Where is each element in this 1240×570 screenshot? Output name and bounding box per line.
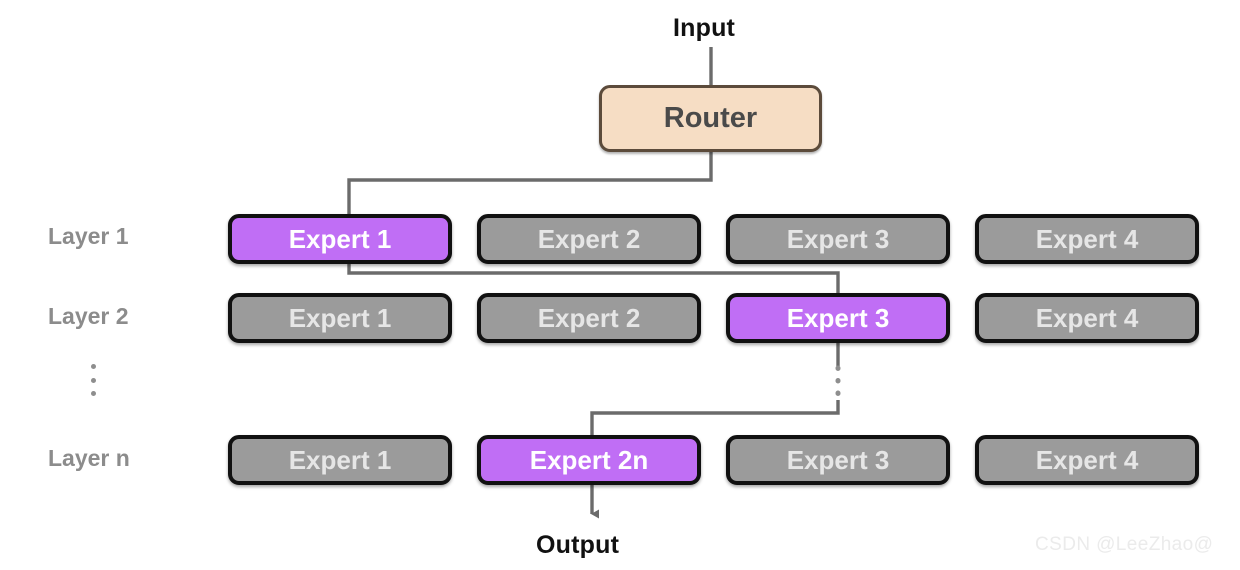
layer-1-label: Layer 1 xyxy=(48,223,129,249)
wire-to-layern-expert2n xyxy=(590,400,840,435)
layer-n-expert-2n[interactable]: Expert 2n xyxy=(477,435,701,485)
layer-2-expert-2[interactable]: Expert 2 xyxy=(477,293,701,343)
router-node[interactable]: Router xyxy=(599,85,822,152)
ellipsis-dot xyxy=(90,377,96,383)
output-label: Output xyxy=(536,531,620,559)
ellipsis-dot xyxy=(90,364,96,369)
layer-2-expert-3[interactable]: Expert 3 xyxy=(726,293,950,343)
watermark: CSDN @LeeZhao@ xyxy=(1035,534,1214,555)
layer-2-label: Layer 2 xyxy=(48,303,129,329)
layer-1-expert-2[interactable]: Expert 2 xyxy=(477,214,701,264)
layer-2-expert-4[interactable]: Expert 4 xyxy=(975,293,1199,343)
layer-1-expert-4[interactable]: Expert 4 xyxy=(975,214,1199,264)
layer-1-expert-3[interactable]: Expert 3 xyxy=(726,214,950,264)
layer-1-expert-1[interactable]: Expert 1 xyxy=(228,214,452,264)
wire-layer1-expert1-to-layer2-expert3 xyxy=(347,264,840,293)
layer-n-label: Layer n xyxy=(48,445,130,471)
layer-n-expert-3[interactable]: Expert 3 xyxy=(726,435,950,485)
layer-2-expert-1[interactable]: Expert 1 xyxy=(228,293,452,343)
layer-n-expert-1[interactable]: Expert 1 xyxy=(228,435,452,485)
ellipsis-dot xyxy=(90,391,96,396)
layer-n-expert-4[interactable]: Expert 4 xyxy=(975,435,1199,485)
vertical-ellipsis-icon xyxy=(90,364,96,396)
wire-router-to-layer1-expert1 xyxy=(347,152,713,214)
input-label: Input xyxy=(673,14,736,42)
